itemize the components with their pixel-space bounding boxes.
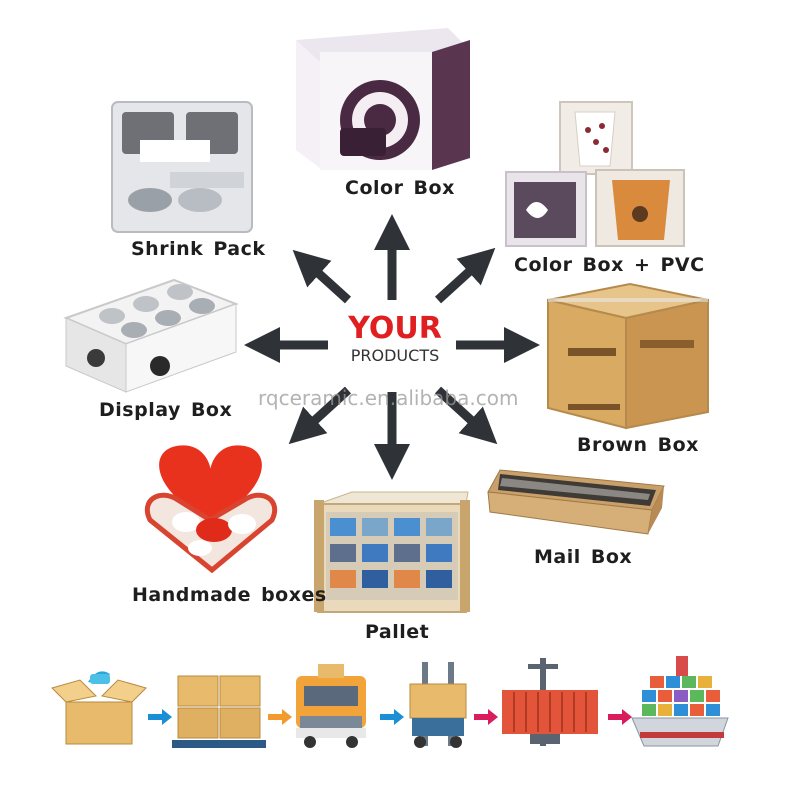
watermark: rqceramic.en.alibaba.com	[258, 386, 519, 410]
arrow-down-left	[288, 386, 352, 445]
label-brown-box: Brown Box	[577, 434, 699, 456]
flow-arrows	[148, 709, 632, 725]
arrow-down-right	[434, 386, 498, 445]
label-pallet: Pallet	[365, 621, 430, 643]
arrow-up-left	[292, 249, 352, 304]
center-title-line2: PRODUCTS	[350, 346, 440, 365]
center-title: YOUR PRODUCTS	[330, 312, 460, 366]
shrink-pack-image	[111, 101, 253, 233]
center-title-line1: YOUR	[348, 311, 442, 346]
handmade-boxes-image	[144, 445, 278, 574]
label-display-box: Display Box	[99, 399, 233, 421]
label-color-box: Color Box	[345, 177, 455, 199]
radial-arrows	[244, 214, 540, 480]
arrow-up-right	[434, 247, 496, 304]
color-box-image	[296, 28, 470, 170]
truck-icon	[296, 664, 366, 748]
open-box-icon	[51, 671, 147, 745]
forklift-icon	[409, 662, 467, 748]
container-crane-icon	[502, 658, 598, 746]
color-box-pvc-image	[505, 101, 685, 247]
mail-box-image	[487, 469, 665, 535]
pallet-image	[314, 491, 470, 613]
brown-box-image	[547, 282, 709, 430]
stacked-boxes-icon	[172, 675, 266, 748]
label-color-box-pvc: Color Box + PVC	[514, 254, 705, 276]
label-handmade-boxes: Handmade boxes	[132, 584, 327, 606]
display-box-image	[63, 278, 239, 393]
cargo-ship-icon	[631, 656, 729, 747]
label-mail-box: Mail Box	[534, 546, 633, 568]
label-shrink-pack: Shrink Pack	[131, 238, 266, 260]
logistics-flow	[51, 656, 729, 748]
